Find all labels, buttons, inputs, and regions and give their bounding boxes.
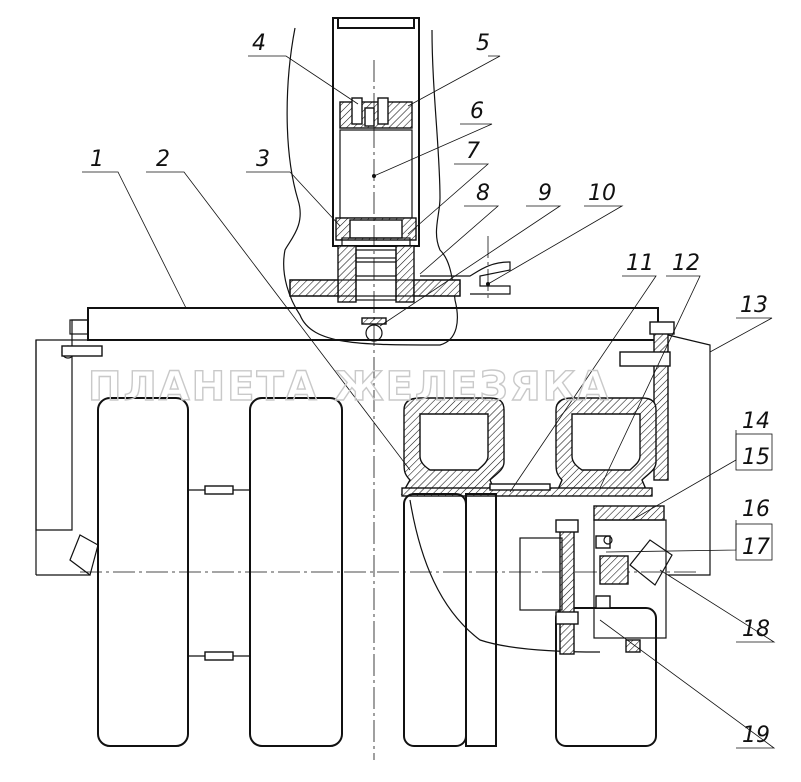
callout-labels: 1 2 3 4 5 6 7 8 9 10 11 12 13 14 15 16 1… bbox=[90, 31, 770, 748]
callout-1: 1 bbox=[90, 147, 104, 172]
callout-11: 11 bbox=[626, 251, 654, 276]
leader-lines bbox=[82, 55, 776, 749]
callout-14: 14 bbox=[742, 409, 770, 434]
callout-4: 4 bbox=[252, 31, 266, 56]
left-fender bbox=[35, 319, 103, 577]
left-wheels bbox=[80, 397, 700, 747]
callout-10: 10 bbox=[588, 181, 616, 206]
callout-8: 8 bbox=[476, 181, 490, 206]
watermark-text: ПЛАНЕТА ЖЕЛЕЗЯКА bbox=[88, 364, 610, 410]
callout-17: 17 bbox=[742, 535, 770, 560]
upper-column bbox=[283, 17, 511, 760]
callout-18: 18 bbox=[742, 617, 770, 642]
callout-12: 12 bbox=[672, 251, 700, 276]
callout-7: 7 bbox=[466, 139, 480, 164]
callout-16: 16 bbox=[742, 497, 770, 522]
callout-2: 2 bbox=[156, 147, 170, 172]
callout-5: 5 bbox=[476, 31, 490, 56]
callout-13: 13 bbox=[740, 293, 768, 318]
callout-6: 6 bbox=[470, 99, 484, 124]
callout-3: 3 bbox=[256, 147, 270, 172]
callout-19: 19 bbox=[742, 723, 770, 748]
callout-15: 15 bbox=[742, 445, 770, 470]
callout-9: 9 bbox=[538, 181, 552, 206]
